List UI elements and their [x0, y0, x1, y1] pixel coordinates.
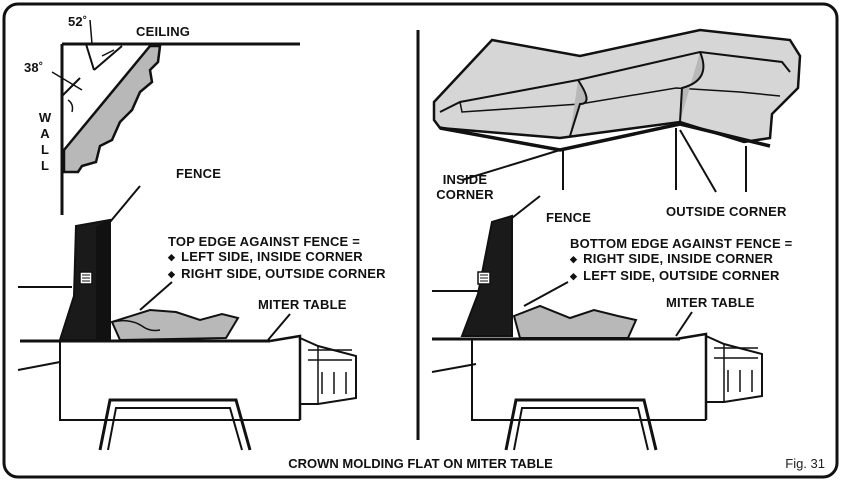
corner-molding-3d — [432, 28, 802, 193]
angle-38-label: 38˚ — [24, 60, 44, 75]
fence-label-right: FENCE — [546, 210, 592, 225]
outside-corner-label: OUTSIDE CORNER — [666, 204, 787, 219]
note-right-title: BOTTOM EDGE AGAINST FENCE = — [570, 236, 793, 251]
note-left-title: TOP EDGE AGAINST FENCE = — [168, 234, 361, 249]
miter-table-label-right: MITER TABLE — [666, 295, 755, 310]
molding-on-table-left — [110, 308, 240, 342]
left-miter-saw — [17, 185, 357, 451]
crown-molding-profile — [62, 44, 162, 174]
note-right-item: LEFT SIDE, OUTSIDE CORNER — [570, 268, 792, 285]
figure-number: Fig. 31 — [785, 456, 825, 471]
fence-label-left: FENCE — [176, 166, 222, 181]
ceiling-label: CEILING — [136, 24, 191, 39]
note-right-item: RIGHT SIDE, INSIDE CORNER — [570, 251, 792, 268]
note-left-item: RIGHT SIDE, OUTSIDE CORNER — [168, 266, 386, 283]
note-left-item: LEFT SIDE, INSIDE CORNER — [168, 249, 386, 266]
note-left: TOP EDGE AGAINST FENCE = LEFT SIDE, INSI… — [168, 234, 386, 283]
figure-caption: CROWN MOLDING FLAT ON MITER TABLE — [288, 456, 553, 471]
wall-ceiling-detail — [51, 19, 300, 215]
wall-label: W A L L — [38, 110, 52, 173]
inside-corner-label: INSIDE CORNER — [436, 172, 494, 202]
note-right: BOTTOM EDGE AGAINST FENCE = RIGHT SIDE, … — [570, 236, 792, 285]
right-miter-saw — [431, 195, 763, 451]
molding-on-table-right — [512, 304, 638, 339]
miter-table-label-left: MITER TABLE — [258, 297, 347, 312]
angle-52-label: 52˚ — [68, 14, 88, 29]
